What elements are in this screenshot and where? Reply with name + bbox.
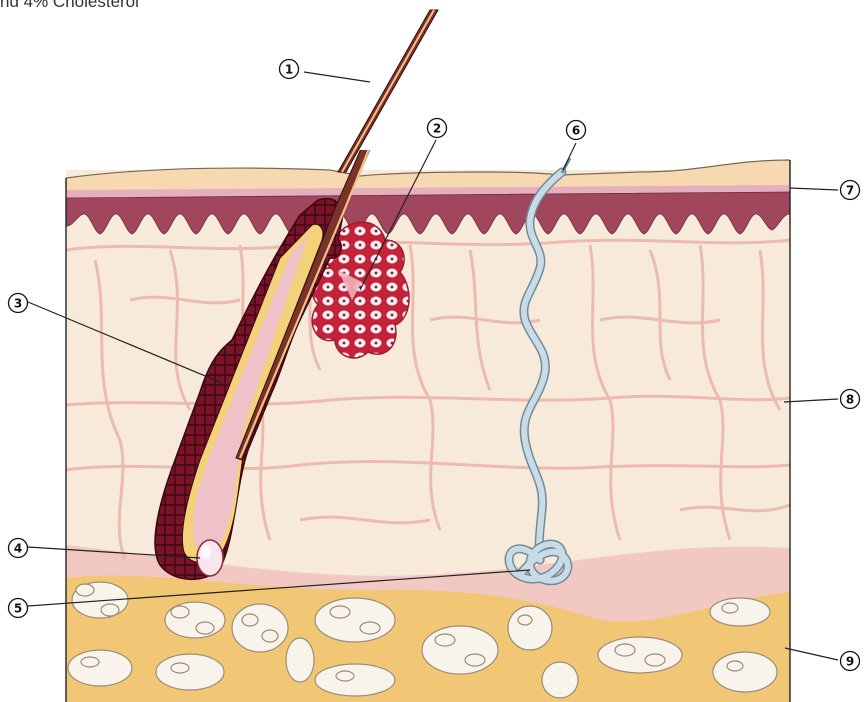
callout-1: 1 [280,60,299,79]
callout-9-text: 9 [846,655,854,669]
callout-4: 4 [9,539,28,558]
callout-3: 3 [9,294,28,313]
callout-5: 5 [9,599,28,618]
callout-5-text: 5 [14,602,22,616]
callout-9: 9 [841,652,860,671]
callout-6-text: 6 [572,124,580,138]
callout-6: 6 [567,121,586,140]
callout-7: 7 [841,181,860,200]
callout-8: 8 [841,390,860,409]
callout-7-text: 7 [846,184,854,198]
callout-1-text: 1 [285,63,293,77]
callout-2-text: 2 [433,122,441,136]
callout-8-text: 8 [846,393,854,407]
callout-2: 2 [428,119,447,138]
callout-3-text: 3 [14,297,22,311]
dermal-papilla-hair [197,540,223,576]
callout-4-text: 4 [14,542,22,556]
